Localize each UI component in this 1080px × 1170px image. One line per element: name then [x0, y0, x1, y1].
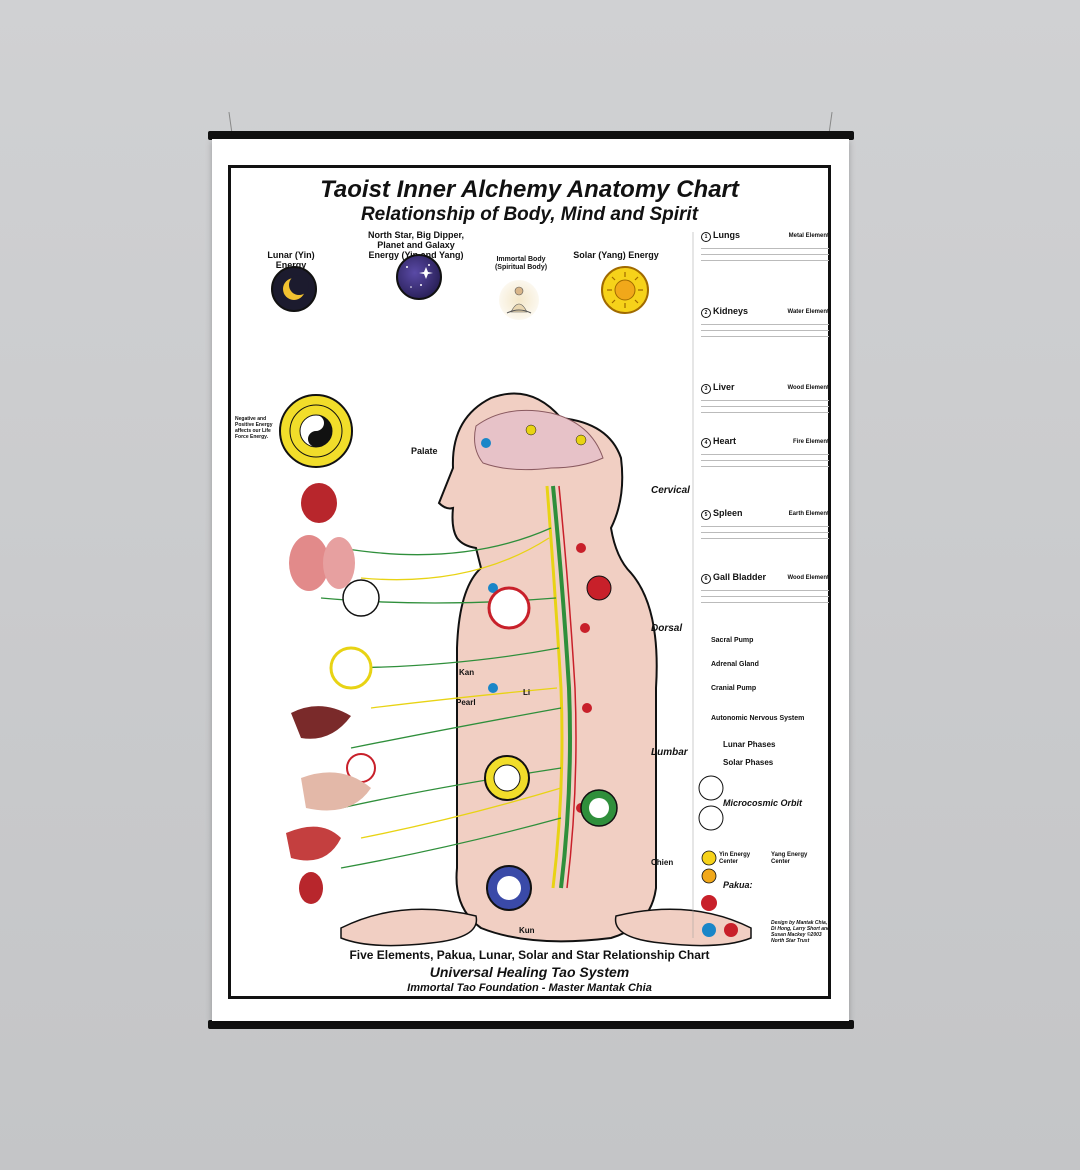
- right-side-symbols: [698, 775, 738, 937]
- pearl-label: Pearl: [456, 698, 476, 707]
- lunar-moon-circle: [271, 266, 317, 312]
- sun-icon: [607, 272, 643, 308]
- footer-line-2: Universal Healing Tao System: [429, 964, 630, 980]
- star-galaxy-icon: [406, 264, 433, 288]
- palate-label: Palate: [411, 446, 438, 456]
- body-anatomy-diagram: [286, 232, 752, 947]
- poster-frame: Taoist Inner Alchemy Anatomy Chart Relat…: [228, 165, 831, 999]
- kan-label: Kan: [459, 668, 475, 677]
- immortal-body-label: Immortal Body (Spiritual Body): [494, 256, 548, 271]
- left-organ-illustrations: [286, 483, 380, 904]
- meditating-figure-icon: [506, 286, 532, 314]
- li-label: Li: [523, 688, 531, 697]
- crescent-moon-icon: [283, 275, 309, 300]
- footer-line-3: Immortal Tao Foundation - Master Mantak …: [407, 982, 652, 994]
- immortal-body-figure: [499, 280, 539, 320]
- solar-phases-label: Solar Phases: [723, 758, 774, 767]
- energy-center-dots: [481, 424, 592, 813]
- chien-label: Chien: [651, 858, 674, 867]
- kun-label: Kun: [519, 926, 535, 935]
- poster-subtitle: Relationship of Body, Mind and Spirit: [360, 204, 699, 225]
- footer-line-1: Five Elements, Pakua, Lunar, Solar and S…: [349, 948, 710, 962]
- cranial-pump-label: Cranial Pump: [711, 685, 757, 692]
- microcosmic-orbit-label: Microcosmic Orbit: [723, 798, 803, 808]
- pakua-trigram-icon: [289, 404, 343, 458]
- autonomic-nervous-system-label: Autonomic Nervous System: [711, 715, 805, 722]
- solar-sun-circle: [601, 266, 649, 314]
- left-foot: [340, 908, 478, 947]
- poster-title: Taoist Inner Alchemy Anatomy Chart: [320, 176, 739, 203]
- sacral-pump-label: Sacral Pump: [711, 637, 754, 644]
- pakua-label: Pakua:: [723, 880, 753, 890]
- poster: Taoist Inner Alchemy Anatomy Chart Relat…: [212, 139, 849, 1021]
- lunar-energy-label: Lunar (Yin) Energy: [267, 250, 315, 270]
- lumbar-label: Lumbar: [651, 747, 688, 758]
- top-hanger-rail: [208, 131, 854, 140]
- adrenal-gland-label: Adrenal Gland: [711, 661, 759, 668]
- spinal-cord: [545, 485, 564, 889]
- lunar-phases-label: Lunar Phases: [723, 740, 776, 749]
- north-star-circle: [396, 254, 442, 300]
- solar-energy-label: Solar (Yang) Energy: [573, 250, 659, 260]
- back-spine-rings: [580, 575, 618, 827]
- pakua-wheel: [279, 394, 353, 468]
- yin-center-legend: Yin Energy Center: [719, 852, 751, 865]
- yang-center-legend: Yang Energy Center: [771, 852, 808, 865]
- bottom-hanger-rail: [208, 1020, 854, 1029]
- negative-positive-energy-label: Negative and Positive Energy affects our…: [235, 416, 273, 440]
- cervical-label: Cervical: [651, 485, 690, 496]
- right-foot: [614, 908, 752, 947]
- spine: [551, 485, 572, 889]
- brain: [474, 409, 604, 471]
- design-credit: Design by Mantak Chia, Di Hong, Larry Sh…: [771, 920, 831, 944]
- dorsal-label: Dorsal: [651, 623, 683, 634]
- inner-organ-rings: [484, 586, 532, 911]
